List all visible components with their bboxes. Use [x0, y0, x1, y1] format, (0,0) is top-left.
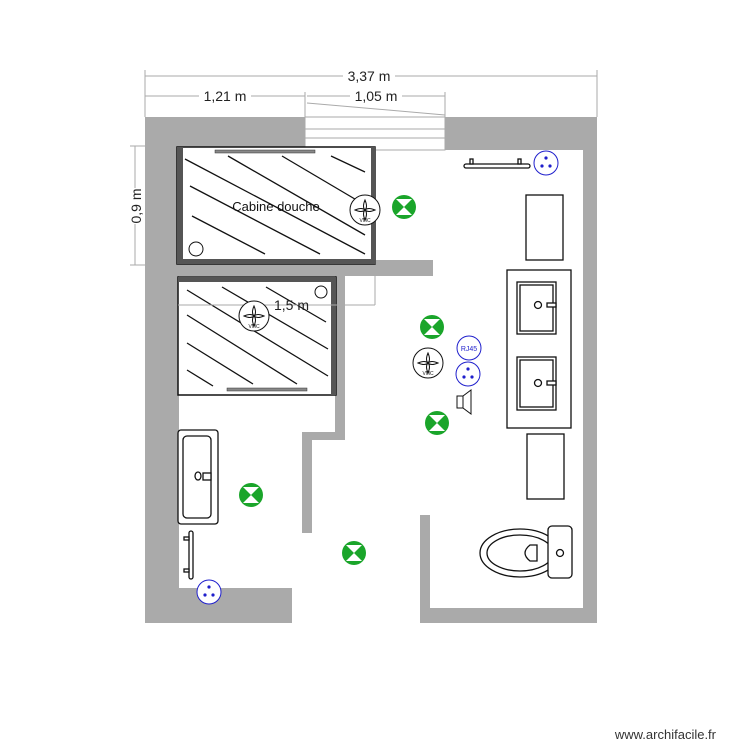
- shower-label: Cabine douche: [232, 199, 319, 214]
- dimension-total: 3,37 m: [144, 66, 598, 117]
- toilet: [479, 525, 573, 579]
- window: [304, 116, 446, 151]
- dimension-shower-depth: 0,9 m: [127, 145, 145, 266]
- shower-cabin-top: Cabine douche: [176, 146, 376, 265]
- cabinet-bottom: [526, 433, 565, 500]
- dimension-label-shower-length: 1,5 m: [274, 297, 309, 313]
- double-sink-vanity: [506, 269, 572, 429]
- rj45-label: RJ45: [461, 346, 477, 353]
- towel-rail-left: [183, 530, 194, 580]
- light-icon: [239, 483, 263, 507]
- power-outlet-icon: [196, 579, 222, 605]
- speaker-icon: [456, 389, 472, 415]
- dimension-label-shower-depth: 0,9 m: [128, 188, 144, 223]
- dimension-label-total: 3,37 m: [348, 68, 391, 84]
- light-icon: [420, 315, 444, 339]
- towel-rail-top: [463, 158, 531, 169]
- ceiling-lights: [239, 195, 449, 565]
- dimension-window: 1,05 m: [306, 87, 446, 117]
- vmc-label: VMC: [422, 371, 434, 377]
- rj45-outlet-icon: RJ45: [456, 335, 482, 361]
- vmc-fan-icon: VMC: [238, 300, 270, 332]
- vmc-label: VMC: [248, 324, 260, 330]
- dimension-left: 1,21 m: [145, 87, 306, 117]
- walls: [145, 117, 597, 623]
- vmc-fan-icon: VMC: [349, 194, 381, 226]
- light-icon: [392, 195, 416, 219]
- sink-left: [177, 429, 219, 525]
- shower-cabin-bottom: [177, 276, 376, 396]
- cabinet-top: [525, 194, 564, 261]
- light-icon: [342, 541, 366, 565]
- vmc-label: VMC: [359, 218, 371, 224]
- dimension-label-window: 1,05 m: [355, 88, 398, 104]
- vmc-fan-icon: VMC: [412, 347, 444, 379]
- dimension-label-left: 1,21 m: [204, 88, 247, 104]
- watermark: www.archifacile.fr: [614, 727, 716, 742]
- power-outlet-icon: [533, 150, 559, 176]
- power-outlet-icon: [455, 361, 481, 387]
- light-icon: [425, 411, 449, 435]
